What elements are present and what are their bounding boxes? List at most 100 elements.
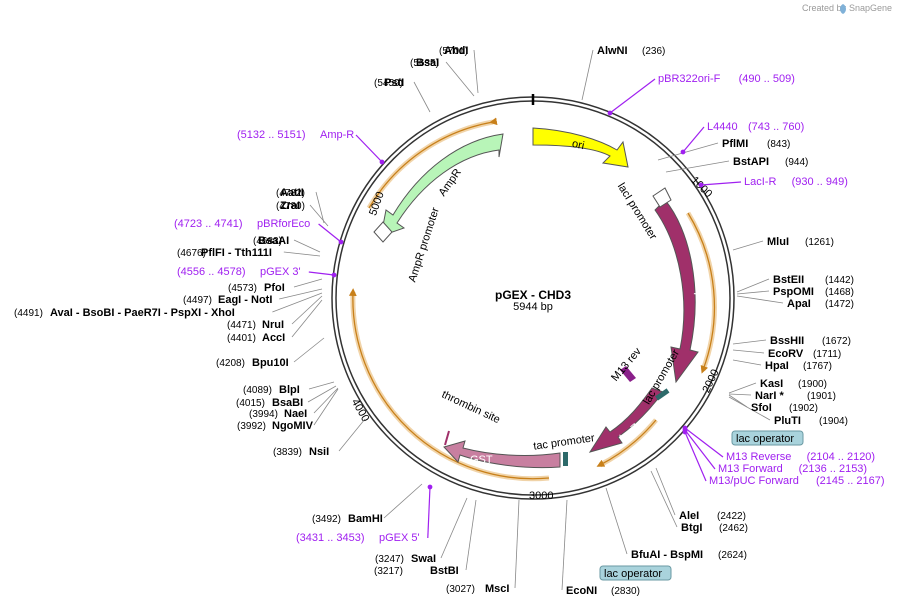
feature-gst[interactable]	[443, 440, 561, 469]
enzyme-name: BsaI	[416, 57, 439, 69]
primer-site[interactable]: pBR322ori-F(490 .. 509)	[658, 73, 795, 85]
enzyme-site[interactable]: (5635)BsaI	[410, 57, 439, 69]
primer-site[interactable]: (4723 .. 4741) pBRforEco	[174, 218, 310, 230]
laci-promoter-arrow[interactable]	[652, 187, 672, 208]
enzyme-site[interactable]: AlwNI(236)	[597, 45, 665, 57]
enzyme-name: EagI - NotI	[218, 294, 272, 306]
operator-box-1[interactable]: lac operator	[731, 430, 804, 446]
enzyme-site[interactable]: (3839)NsiI	[273, 446, 329, 458]
primer-name: Amp-R	[320, 129, 354, 141]
enzyme-site[interactable]: KasI(1900)	[760, 378, 827, 390]
enzyme-site[interactable]: (4573)PfoI	[228, 282, 285, 294]
enzyme-site[interactable]: (5701)AhdI	[439, 45, 468, 57]
enzyme-site[interactable]: PspOMI(1468)	[773, 286, 854, 298]
feature-ori[interactable]	[532, 127, 629, 168]
enzyme-site[interactable]: MluI(1261)	[767, 236, 834, 248]
primer-name: M13/pUC Forward	[709, 475, 799, 487]
enzyme-name: BstBI	[430, 565, 459, 577]
label-ori: ori	[571, 138, 585, 152]
primer-leader-lines	[308, 78, 742, 539]
enzyme-site[interactable]: (4471)NruI	[227, 319, 284, 331]
enzyme-site[interactable]: (3027)MscI	[446, 583, 509, 595]
label-tac-promoter: tac promoter	[533, 432, 596, 453]
feature-lacz-alpha[interactable]	[588, 387, 664, 453]
enzyme-site[interactable]: HpaI(1767)	[765, 360, 832, 372]
enzyme-site[interactable]: BstAPI(944)	[733, 156, 808, 168]
primer-site[interactable]: L4440 (743 .. 760)	[707, 121, 804, 133]
enzyme-site[interactable]: (4089)BlpI	[243, 384, 300, 396]
enzyme-site[interactable]: (4491)AvaI - BsoBI - PaeR7I - PspXI - Xh…	[14, 307, 235, 319]
enzyme-site[interactable]: (4683)BsaAI	[253, 235, 289, 247]
enzyme-site[interactable]: (4780)ZraI	[276, 200, 305, 212]
primer-site[interactable]: M13 Forward(2136 .. 2153)	[718, 463, 867, 475]
enzyme-position: (3492)	[312, 514, 341, 525]
primer-site[interactable]: LacI-R(930 .. 949)	[744, 176, 848, 188]
enzyme-site[interactable]: (4782)AatII	[276, 187, 305, 199]
enzyme-name: AvaI - BsoBI - PaeR7I - PspXI - XhoI	[50, 307, 235, 319]
primer-range: (743 .. 760)	[748, 121, 804, 133]
label-laci: lacI	[693, 278, 706, 296]
enzyme-position: (4676)	[177, 248, 206, 259]
enzyme-site[interactable]: AleI(2422)	[679, 510, 746, 522]
enzyme-name: BsaBI	[272, 397, 303, 409]
enzyme-site[interactable]: (4401)AccI	[227, 332, 285, 344]
enzyme-position: (1711)	[813, 349, 841, 360]
enzyme-site[interactable]: (3247)SwaI	[375, 553, 436, 565]
primer-range: (4723 .. 4741)	[174, 218, 243, 230]
enzyme-site[interactable]: BtgI(2462)	[681, 522, 748, 534]
primer-site[interactable]: M13 Reverse(2104 .. 2120)	[726, 451, 875, 463]
tac-promoter-block[interactable]	[563, 452, 568, 466]
enzyme-site[interactable]: PluTI(1904)	[774, 415, 848, 427]
enzyme-name: PflFI - Tth111I	[201, 247, 272, 259]
ruler-4000: 4000	[349, 397, 372, 424]
label-ampr-promoter: AmpR promoter	[406, 206, 442, 284]
enzyme-site[interactable]: (3217)BstBI	[374, 565, 459, 577]
enzyme-position: (843)	[767, 139, 790, 150]
primer-name: L4440	[707, 121, 738, 133]
operator-box-2[interactable]: lac operator	[599, 565, 672, 581]
ampr-promoter-arrow[interactable]	[373, 221, 393, 243]
primer-site[interactable]: (5132 .. 5151)Amp-R	[237, 129, 354, 141]
label-laci-promoter: lacI promoter	[615, 181, 659, 242]
enzyme-site[interactable]: BssHII(1672)	[770, 335, 851, 347]
enzyme-name: BstEII	[773, 274, 804, 286]
thrombin-site-mark[interactable]	[444, 430, 450, 446]
enzyme-site[interactable]: (5459)PstI	[374, 77, 404, 89]
snapgene-credit: Created by SnapGene	[802, 3, 892, 14]
enzyme-name: Bpu10I	[252, 357, 289, 369]
enzyme-site[interactable]: ApaI(1472)	[787, 298, 854, 310]
enzyme-position: (236)	[642, 46, 665, 57]
enzyme-site[interactable]: NarI *(1901)	[755, 390, 836, 402]
enzyme-position: (5701)	[439, 46, 468, 57]
primer-site[interactable]: (3431 .. 3453)pGEX 5'	[296, 532, 420, 544]
primer-site[interactable]: (4556 .. 4578)pGEX 3'	[177, 266, 301, 278]
enzyme-site[interactable]: EcoRV(1711)	[768, 348, 841, 360]
primer-name: pBRforEco	[257, 218, 310, 230]
enzyme-site[interactable]: (3992)NgoMIV	[237, 420, 314, 432]
m13-rev-mark[interactable]	[620, 366, 636, 382]
enzyme-site[interactable]: (4015)BsaBI	[236, 397, 303, 409]
enzyme-site[interactable]: SfoI(1902)	[751, 402, 818, 414]
primer-name: pGEX 3'	[260, 266, 301, 278]
enzyme-name: BlpI	[279, 384, 300, 396]
feature-laci[interactable]	[654, 199, 699, 384]
primer-site[interactable]: M13/pUC Forward(2145 .. 2167)	[709, 475, 885, 487]
primer-range: (930 .. 949)	[792, 176, 848, 188]
credit-brand: SnapGene	[849, 3, 892, 13]
enzyme-site[interactable]: (4208)Bpu10I	[216, 357, 289, 369]
enzyme-site[interactable]: PflMI(843)	[722, 138, 790, 150]
enzyme-name: PstI	[384, 77, 404, 89]
enzyme-position: (2624)	[718, 550, 747, 561]
enzyme-site[interactable]: (3994)NaeI	[249, 408, 307, 420]
enzyme-position: (4471)	[227, 320, 256, 331]
enzyme-name: PluTI	[774, 415, 801, 427]
enzyme-site[interactable]: EcoNI(2830)	[566, 585, 640, 597]
enzyme-name: PfoI	[264, 282, 285, 294]
enzyme-site[interactable]: BstEII(1442)	[773, 274, 854, 286]
enzyme-site[interactable]: (3492)BamHI	[312, 513, 383, 525]
enzyme-site[interactable]: (4676)PflFI - Tth111I	[177, 247, 272, 259]
enzyme-name: NgoMIV	[272, 420, 314, 432]
enzyme-site[interactable]: (4497)EagI - NotI	[183, 294, 272, 306]
lac-promoter-block[interactable]	[655, 388, 670, 401]
enzyme-site[interactable]: BfuAI - BspMI(2624)	[631, 549, 747, 561]
